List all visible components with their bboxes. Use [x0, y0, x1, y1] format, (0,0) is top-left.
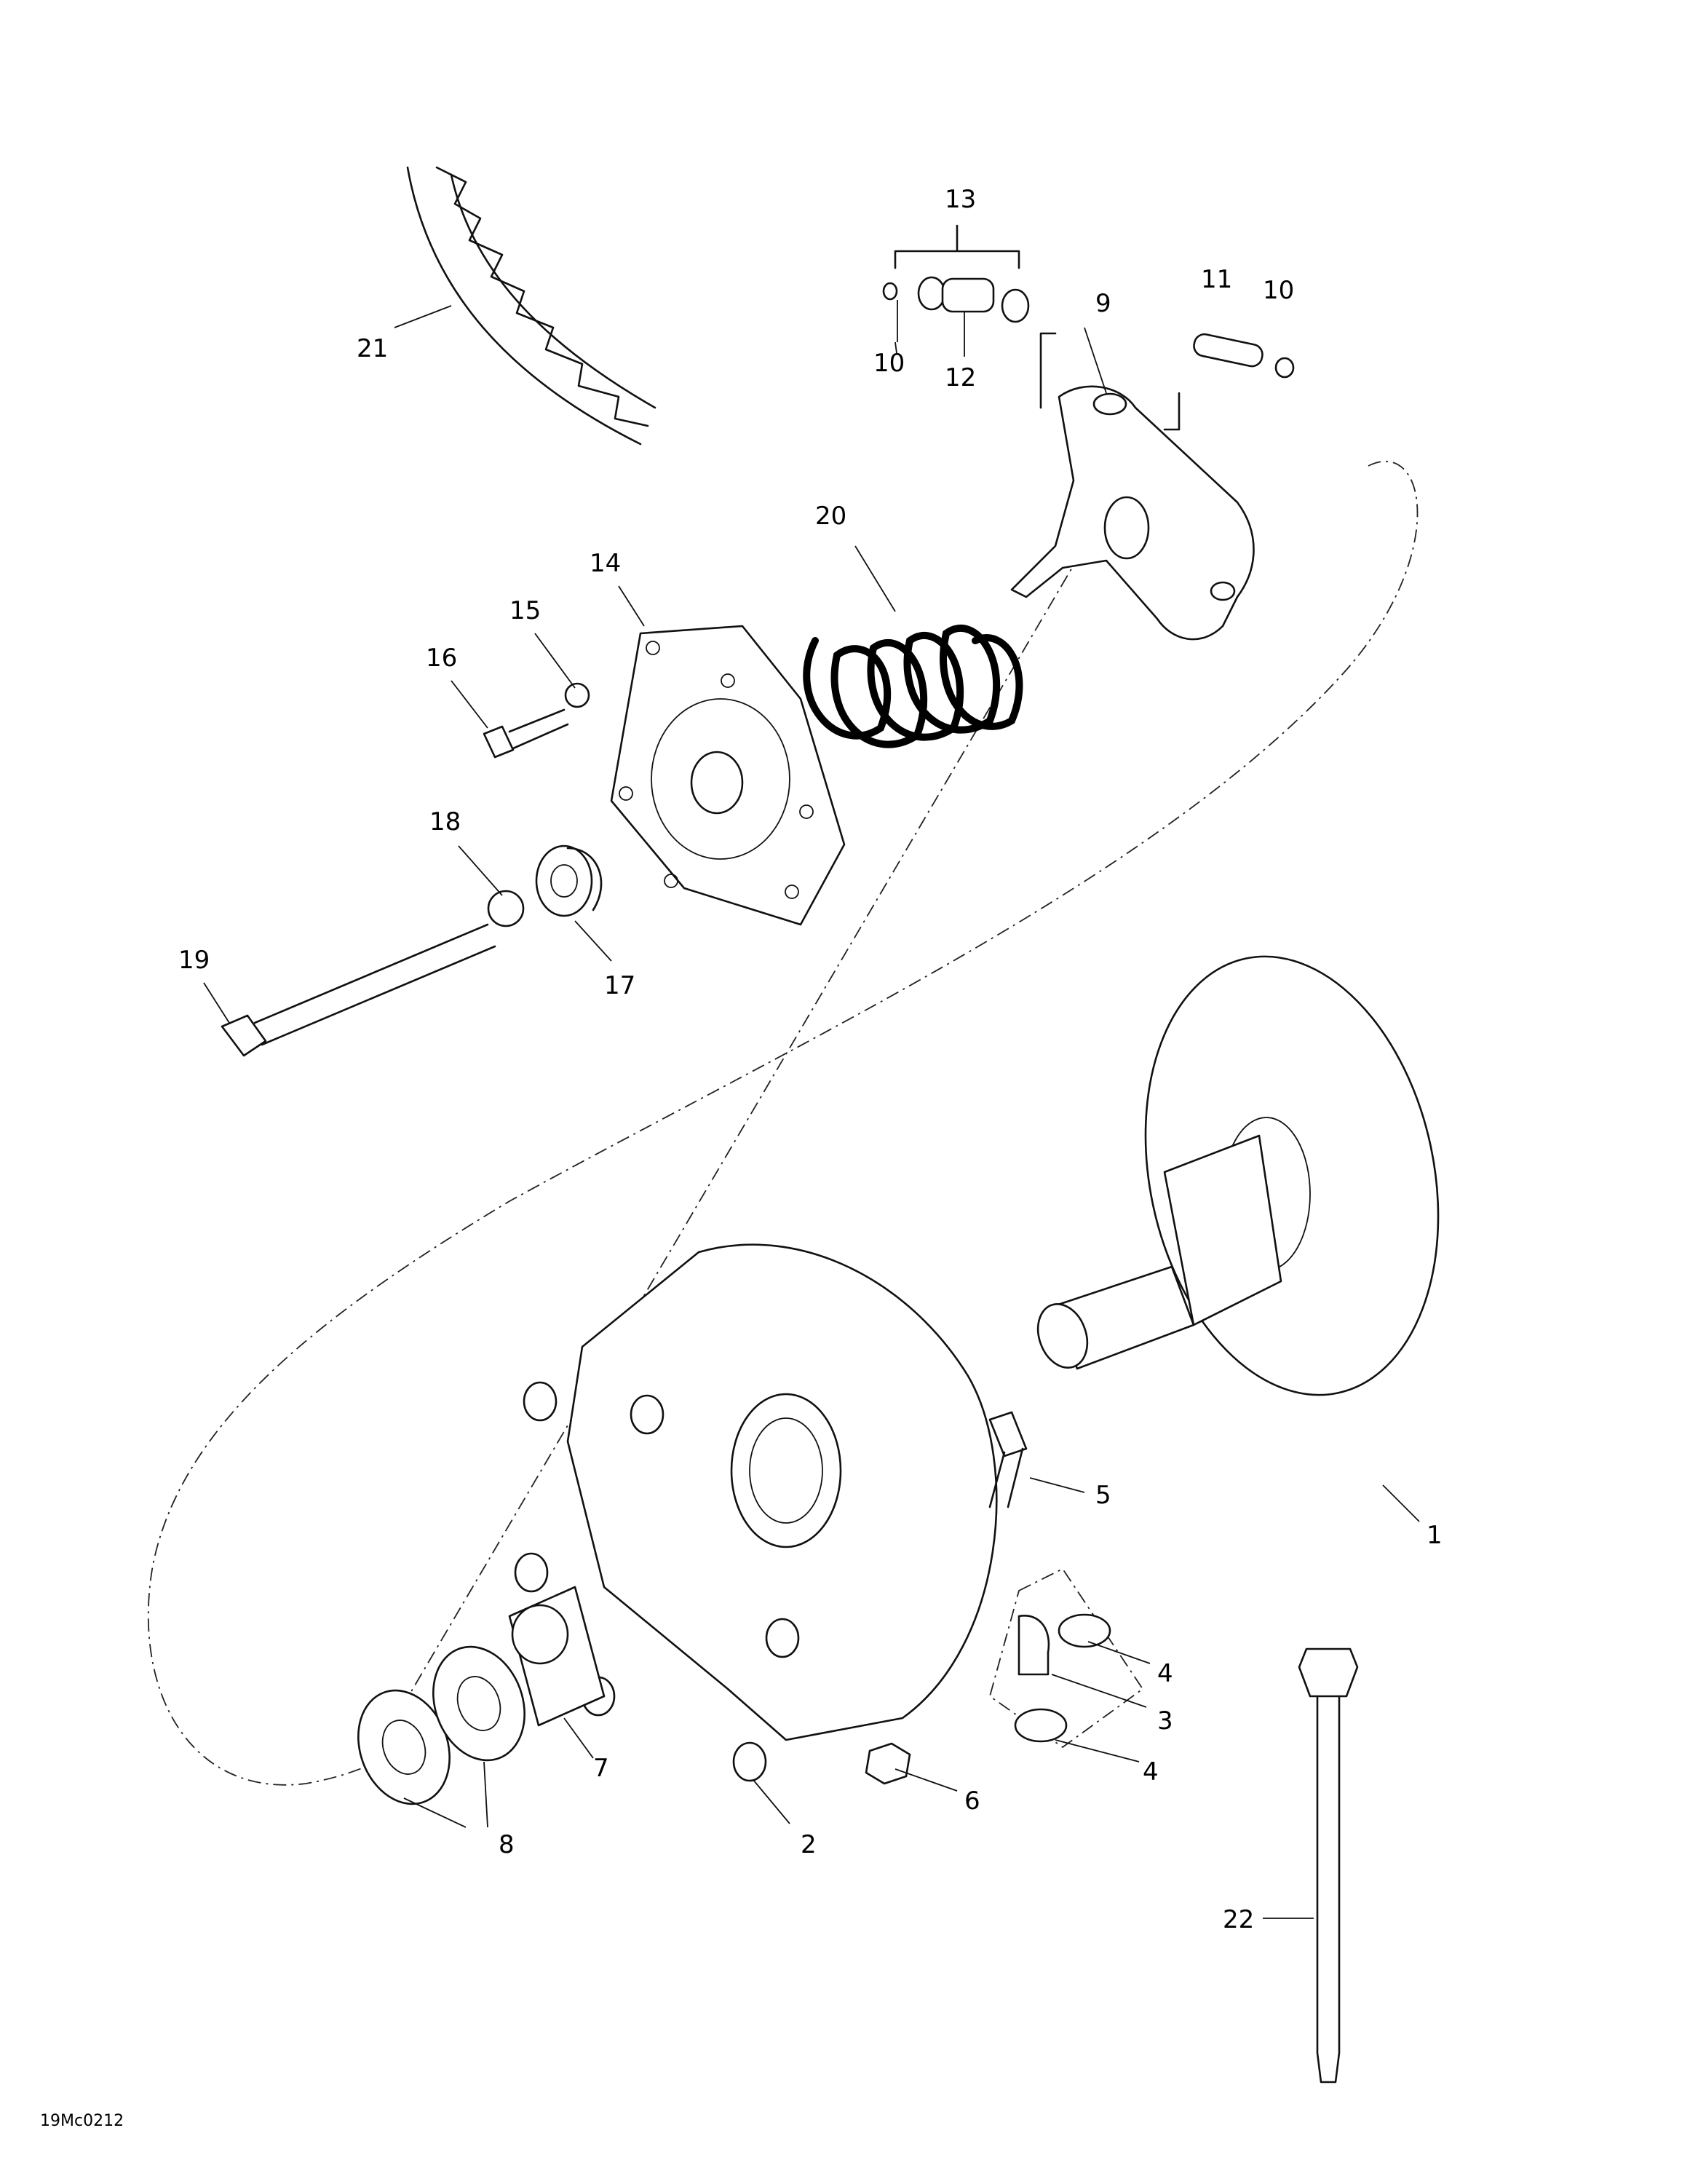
- washer-4-top: [1058, 1613, 1111, 1648]
- ring-13-right: [1001, 288, 1030, 323]
- washers-8: [357, 1645, 525, 1805]
- cover-plate-14: [610, 625, 846, 926]
- callout-4-top: 4: [1157, 1659, 1173, 1688]
- nut-6: [865, 1742, 911, 1785]
- callout-7: 7: [593, 1754, 609, 1783]
- callout-15: 15: [509, 596, 541, 625]
- callout-5: 5: [1095, 1481, 1111, 1510]
- sleeve-7: [508, 1586, 606, 1727]
- fixed-sheave-1: [1036, 955, 1440, 1396]
- callout-9: 9: [1095, 289, 1111, 318]
- callout-1: 1: [1427, 1521, 1443, 1550]
- washer-10-right: [1274, 357, 1295, 379]
- roller-3: [1017, 1615, 1050, 1676]
- callout-22: 22: [1223, 1905, 1254, 1934]
- group-bracket-13: [894, 224, 1020, 269]
- callout-10-left: 10: [873, 349, 905, 378]
- callout-12: 12: [945, 363, 976, 392]
- screw-16: [483, 708, 569, 759]
- pin-11: [1193, 333, 1263, 368]
- washer-10-left: [882, 282, 898, 301]
- screw-22: [1298, 1647, 1359, 2084]
- leader-lines: [203, 305, 1420, 1919]
- drive-belt: [406, 166, 656, 446]
- callout-13: 13: [945, 185, 976, 214]
- movable-sheave-2: [514, 1243, 998, 1782]
- washer-4-bottom: [1014, 1708, 1068, 1743]
- callout-16: 16: [426, 644, 457, 673]
- callout-18: 18: [429, 807, 461, 836]
- callout-2: 2: [801, 1830, 817, 1859]
- callout-8: 8: [499, 1830, 515, 1859]
- callout-17: 17: [604, 971, 635, 1000]
- belt-path-outline: [147, 461, 1419, 1786]
- callout-3: 3: [1157, 1706, 1173, 1736]
- ring-13-left: [917, 276, 946, 311]
- callout-4-bottom: 4: [1143, 1757, 1159, 1787]
- callout-11: 11: [1201, 265, 1232, 294]
- screw-5: [988, 1411, 1028, 1508]
- bushing-12: [941, 277, 995, 313]
- callout-6: 6: [964, 1787, 980, 1816]
- spring-20: [803, 625, 1023, 748]
- callout-14: 14: [590, 549, 621, 578]
- bolt-19: [221, 923, 496, 1057]
- spider-9: [1010, 332, 1255, 641]
- bushing-17: [535, 844, 603, 917]
- callout-20: 20: [815, 502, 846, 531]
- group-box-3-4: [988, 1567, 1144, 1749]
- callout-10-right: 10: [1263, 276, 1294, 305]
- lock-washer-15: [564, 682, 590, 708]
- drawing-code: 19Mc0212: [40, 2112, 124, 2130]
- assembly-axis: [378, 509, 1107, 1748]
- ring-18: [487, 890, 525, 927]
- callout-21: 21: [357, 334, 388, 363]
- callout-19: 19: [178, 946, 210, 975]
- callout-labels: 1 2 3 4 4 5 6 7 8 9 10 10 11 12 13 14 15…: [178, 185, 1443, 1934]
